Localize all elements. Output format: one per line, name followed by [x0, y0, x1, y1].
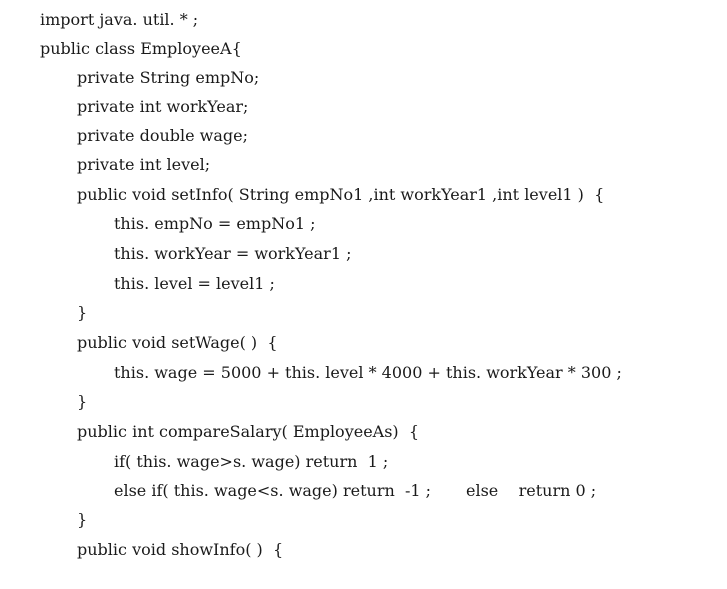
code-segment-else-if: else if( this. wage<s. wage) return -1 ; [114, 477, 431, 505]
code-line-else-if-less: else if( this. wage<s. wage) return -1 ;… [114, 477, 674, 505]
code-line-import: import java. util. * ; [40, 6, 198, 34]
code-line-setinfo-signature: public void setInfo( String empNo1 ,int … [77, 181, 604, 209]
code-line-field-level: private int level; [77, 151, 210, 179]
code-line-assign-level: this. level = level1 ; [114, 270, 275, 298]
code-line-wage-formula: this. wage = 5000 + this. level * 4000 +… [114, 359, 622, 387]
code-line-showinfo-signature: public void showInfo( ) { [77, 536, 283, 564]
code-line-assign-empno: this. empNo = empNo1 ; [114, 210, 316, 238]
code-line-field-wage: private double wage; [77, 122, 248, 150]
code-segment-else-return-zero: else return 0 ; [466, 477, 596, 505]
code-line-close-brace: } [77, 299, 87, 327]
code-line-assign-workyear: this. workYear = workYear1 ; [114, 240, 351, 268]
code-line-field-workyear: private int workYear; [77, 93, 248, 121]
code-line-field-empno: private String empNo; [77, 64, 259, 92]
code-line-if-greater: if( this. wage>s. wage) return 1 ; [114, 448, 388, 476]
code-line-setwage-signature: public void setWage( ) { [77, 329, 278, 357]
code-line-close-brace: } [77, 506, 87, 534]
code-document: import java. util. * ; public class Empl… [0, 0, 727, 565]
code-line-comparesalary-signature: public int compareSalary( EmployeeAs) { [77, 418, 419, 446]
code-line-class-declaration: public class EmployeeA{ [40, 35, 242, 63]
code-line-close-brace: } [77, 388, 87, 416]
